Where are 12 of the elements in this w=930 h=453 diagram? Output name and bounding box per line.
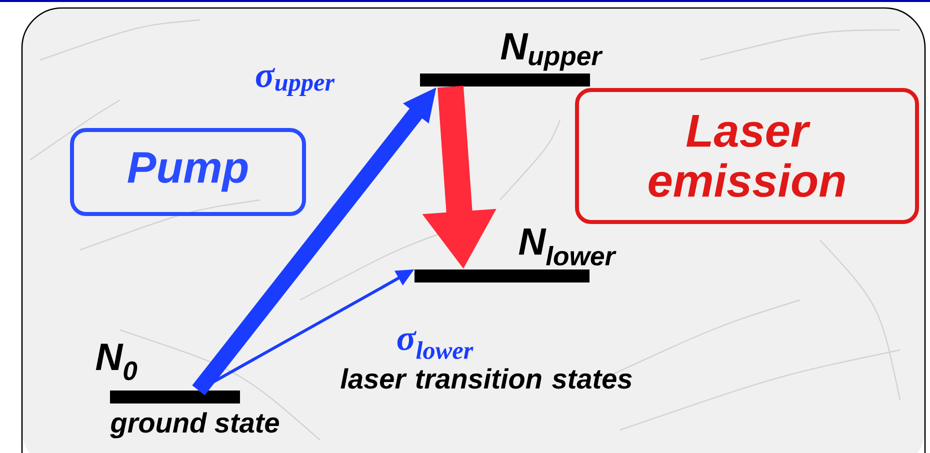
node-label: ground state	[110, 412, 279, 438]
caption-text: laser transition states	[340, 368, 632, 389]
energy-level: N$_{lower}$	[414, 228, 616, 282]
energy-level: N$_{upper}$	[420, 33, 603, 86]
label-box: Laser emission	[575, 88, 919, 224]
energy-level: N$_{0}$ ground state	[96, 344, 279, 438]
node-label: N$_{lower}$	[518, 228, 616, 266]
edge-label: σ$_{upper}$	[256, 68, 335, 96]
edge-label: σ$_{lower}$	[397, 330, 474, 360]
node-label: N$_{0}$	[96, 344, 138, 380]
label-box: Pump	[70, 128, 306, 216]
node-label: N$_{upper}$	[500, 33, 603, 71]
